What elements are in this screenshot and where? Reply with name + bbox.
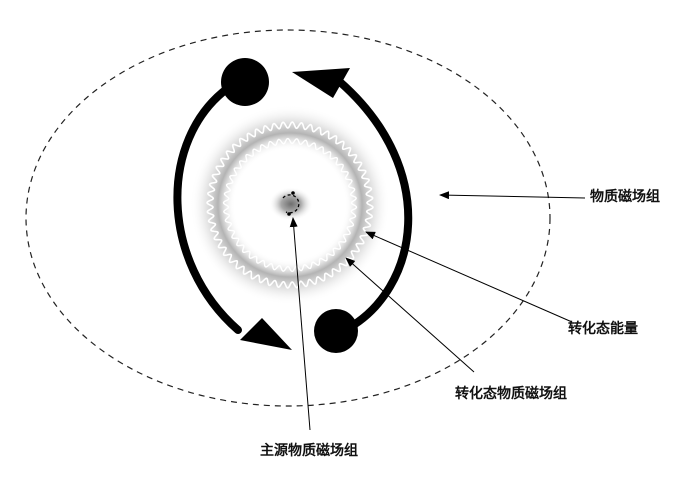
outer-field-boundary xyxy=(25,29,551,407)
material-field-ball-top xyxy=(221,58,269,106)
core-dot-bottom xyxy=(287,212,291,216)
transformed-energy-wave-inner xyxy=(222,137,358,273)
circulation-arrowhead-top xyxy=(292,68,350,98)
circulation-arc-right xyxy=(336,78,413,334)
circulation-arc-left xyxy=(173,84,242,334)
pointer-transformed-material-field-group xyxy=(345,257,475,373)
pointer-main-source-field-group xyxy=(289,217,311,431)
core-rotation-ring xyxy=(282,194,300,214)
circulation-arrowhead-bottom xyxy=(240,318,292,350)
label-material-field-group: 物质磁场组 xyxy=(590,189,660,205)
pointer-transformed-energy xyxy=(365,231,573,323)
label-transformed-energy: 转化态能量 xyxy=(568,321,638,337)
pointer-material-field-group xyxy=(439,191,586,200)
label-main-source-field-group: 主源物质磁场组 xyxy=(260,443,358,459)
material-field-ball-bottom xyxy=(314,309,358,353)
core-dot-top xyxy=(291,191,295,195)
label-transformed-material-field-group: 转化态物质磁场组 xyxy=(455,386,567,402)
main-source-core xyxy=(269,187,313,221)
transformed-energy-wave-outer xyxy=(206,121,374,289)
